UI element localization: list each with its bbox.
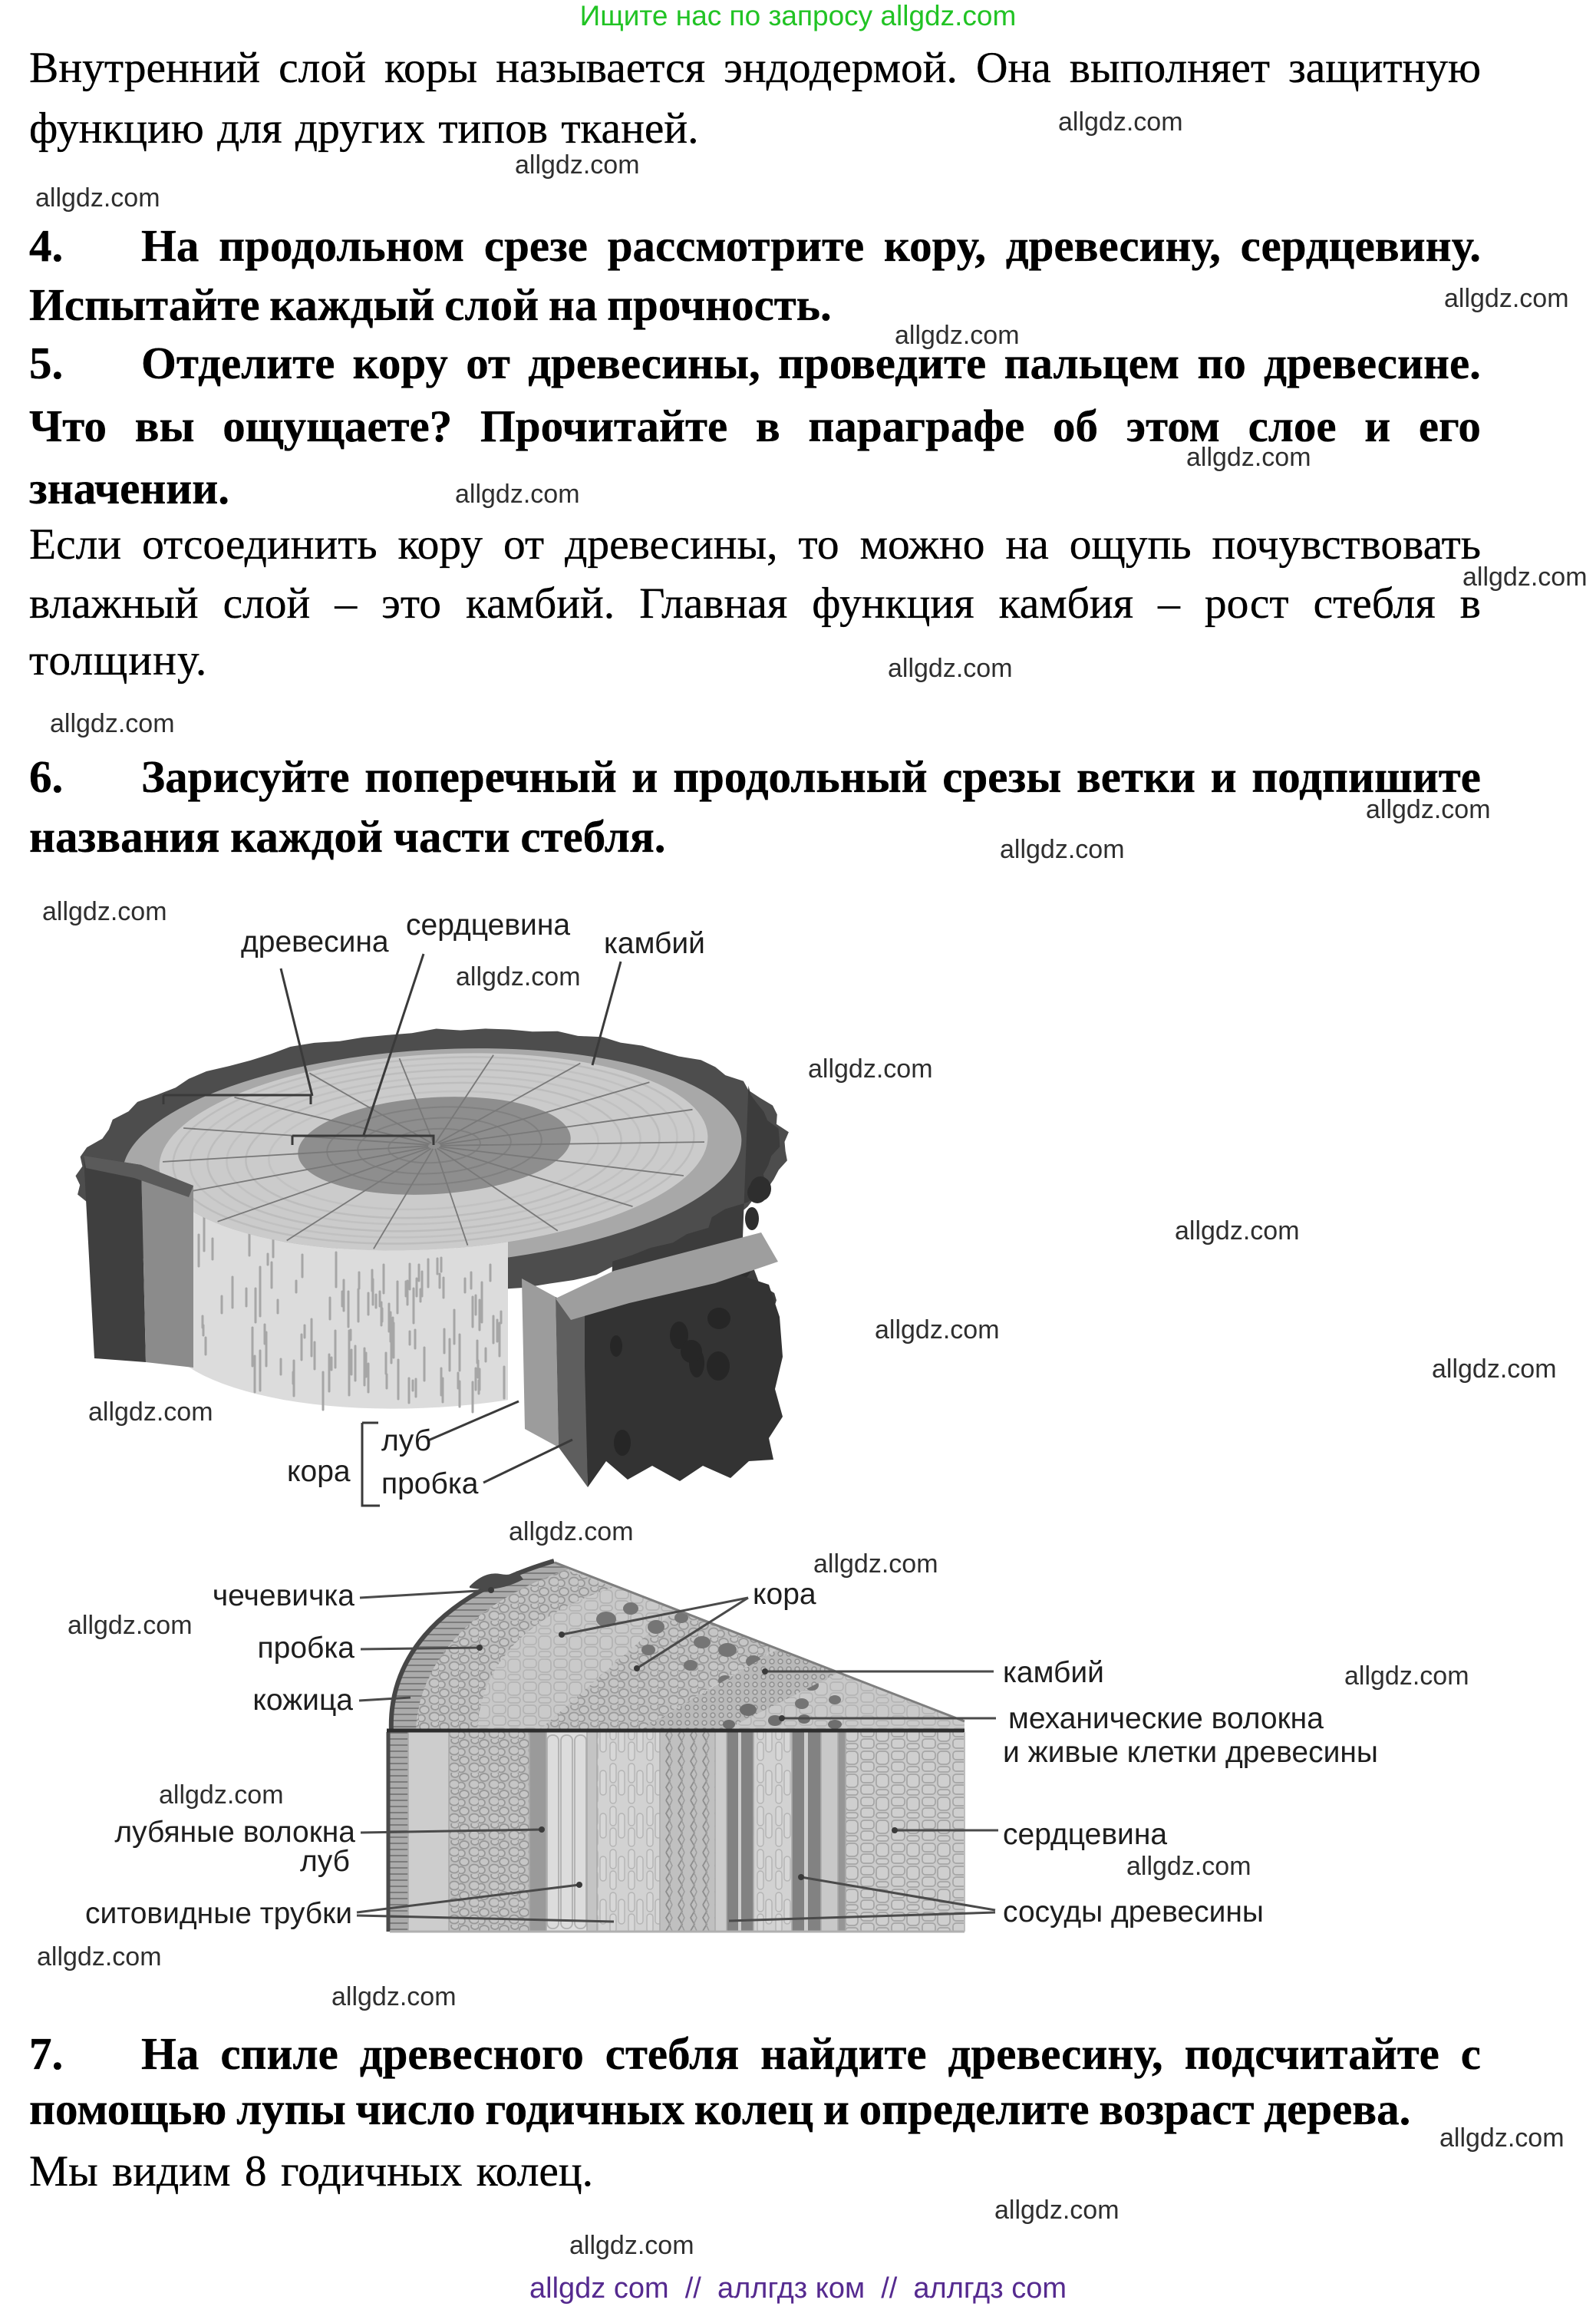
svg-text:камбий: камбий (604, 927, 705, 960)
svg-text:механические волокна: механические волокна (1008, 1702, 1324, 1735)
svg-text:лубяные волокна: лубяные волокна (114, 1816, 355, 1849)
svg-text:древесина: древесина (241, 926, 389, 959)
svg-text:луб: луб (300, 1845, 350, 1878)
svg-text:ситовидные трубки: ситовидные трубки (85, 1897, 352, 1930)
svg-text:сосуды древесины: сосуды древесины (1003, 1896, 1264, 1929)
svg-text:камбий: камбий (1003, 1656, 1104, 1689)
svg-text:сердцевина: сердцевина (406, 909, 570, 942)
svg-text:луб: луб (381, 1424, 431, 1457)
svg-text:кора: кора (753, 1578, 816, 1611)
svg-text:кожица: кожица (252, 1684, 353, 1717)
svg-text:сердцевина: сердцевина (1003, 1818, 1167, 1851)
svg-text:пробка: пробка (258, 1632, 355, 1665)
svg-text:кора: кора (287, 1455, 351, 1488)
svg-text:чечевичка: чечевичка (213, 1579, 354, 1612)
svg-text:пробка: пробка (381, 1467, 479, 1500)
svg-text:и живые клетки древесины: и живые клетки древесины (1003, 1736, 1378, 1769)
